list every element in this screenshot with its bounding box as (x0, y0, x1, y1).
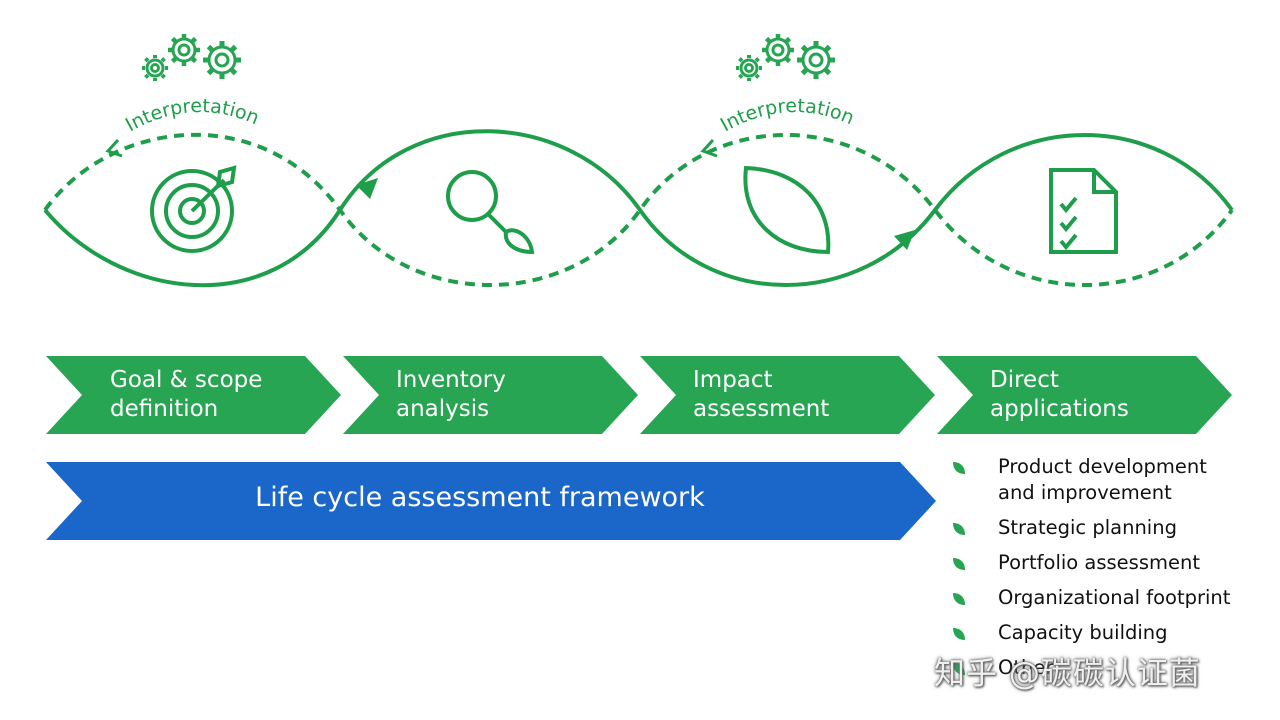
stage-chevron-2 (343, 356, 638, 434)
leaf-icon (743, 165, 831, 255)
arrowhead-solid-2 (894, 230, 915, 250)
interpretation-label-right: Interpretation (717, 95, 857, 136)
list-item: Strategic planning (948, 515, 1268, 541)
arrowhead-dashed-1 (105, 138, 123, 158)
list-item: Other (948, 655, 1268, 681)
leaf-bullet-icon (953, 462, 965, 474)
arrowhead-dashed-2 (700, 138, 718, 158)
target-icon (150, 165, 237, 253)
stage-chevron-1 (46, 356, 341, 434)
list-item: Organizational footprint (948, 585, 1268, 611)
list-item: Capacity building (948, 620, 1268, 646)
checklist-document-icon (1049, 168, 1118, 254)
leaf-bullet-icon (953, 628, 965, 640)
solid-wave-line (43, 129, 1234, 287)
interpretation-label-left: Interpretation (122, 95, 262, 136)
stage-chevron-3 (640, 356, 935, 434)
leaf-bullet-icon (953, 663, 965, 675)
leaf-bullet-icon (953, 593, 965, 605)
framework-arrow (46, 462, 936, 540)
gears-icon-left (142, 34, 241, 81)
leaf-bullet-icon (953, 558, 965, 570)
gears-icon-right (736, 34, 835, 81)
magnifier-icon (446, 170, 535, 255)
leaf-bullet-icon (953, 523, 965, 535)
arrowhead-solid-1 (356, 178, 378, 199)
watermark: 知乎 @碳碳认证菌 (934, 656, 1201, 692)
dashed-wave-line (43, 133, 1234, 287)
framework-label: Life cycle assessment framework (255, 482, 705, 513)
list-item: Portfolio assessment (948, 550, 1268, 576)
stage-chevron-4 (937, 356, 1232, 434)
